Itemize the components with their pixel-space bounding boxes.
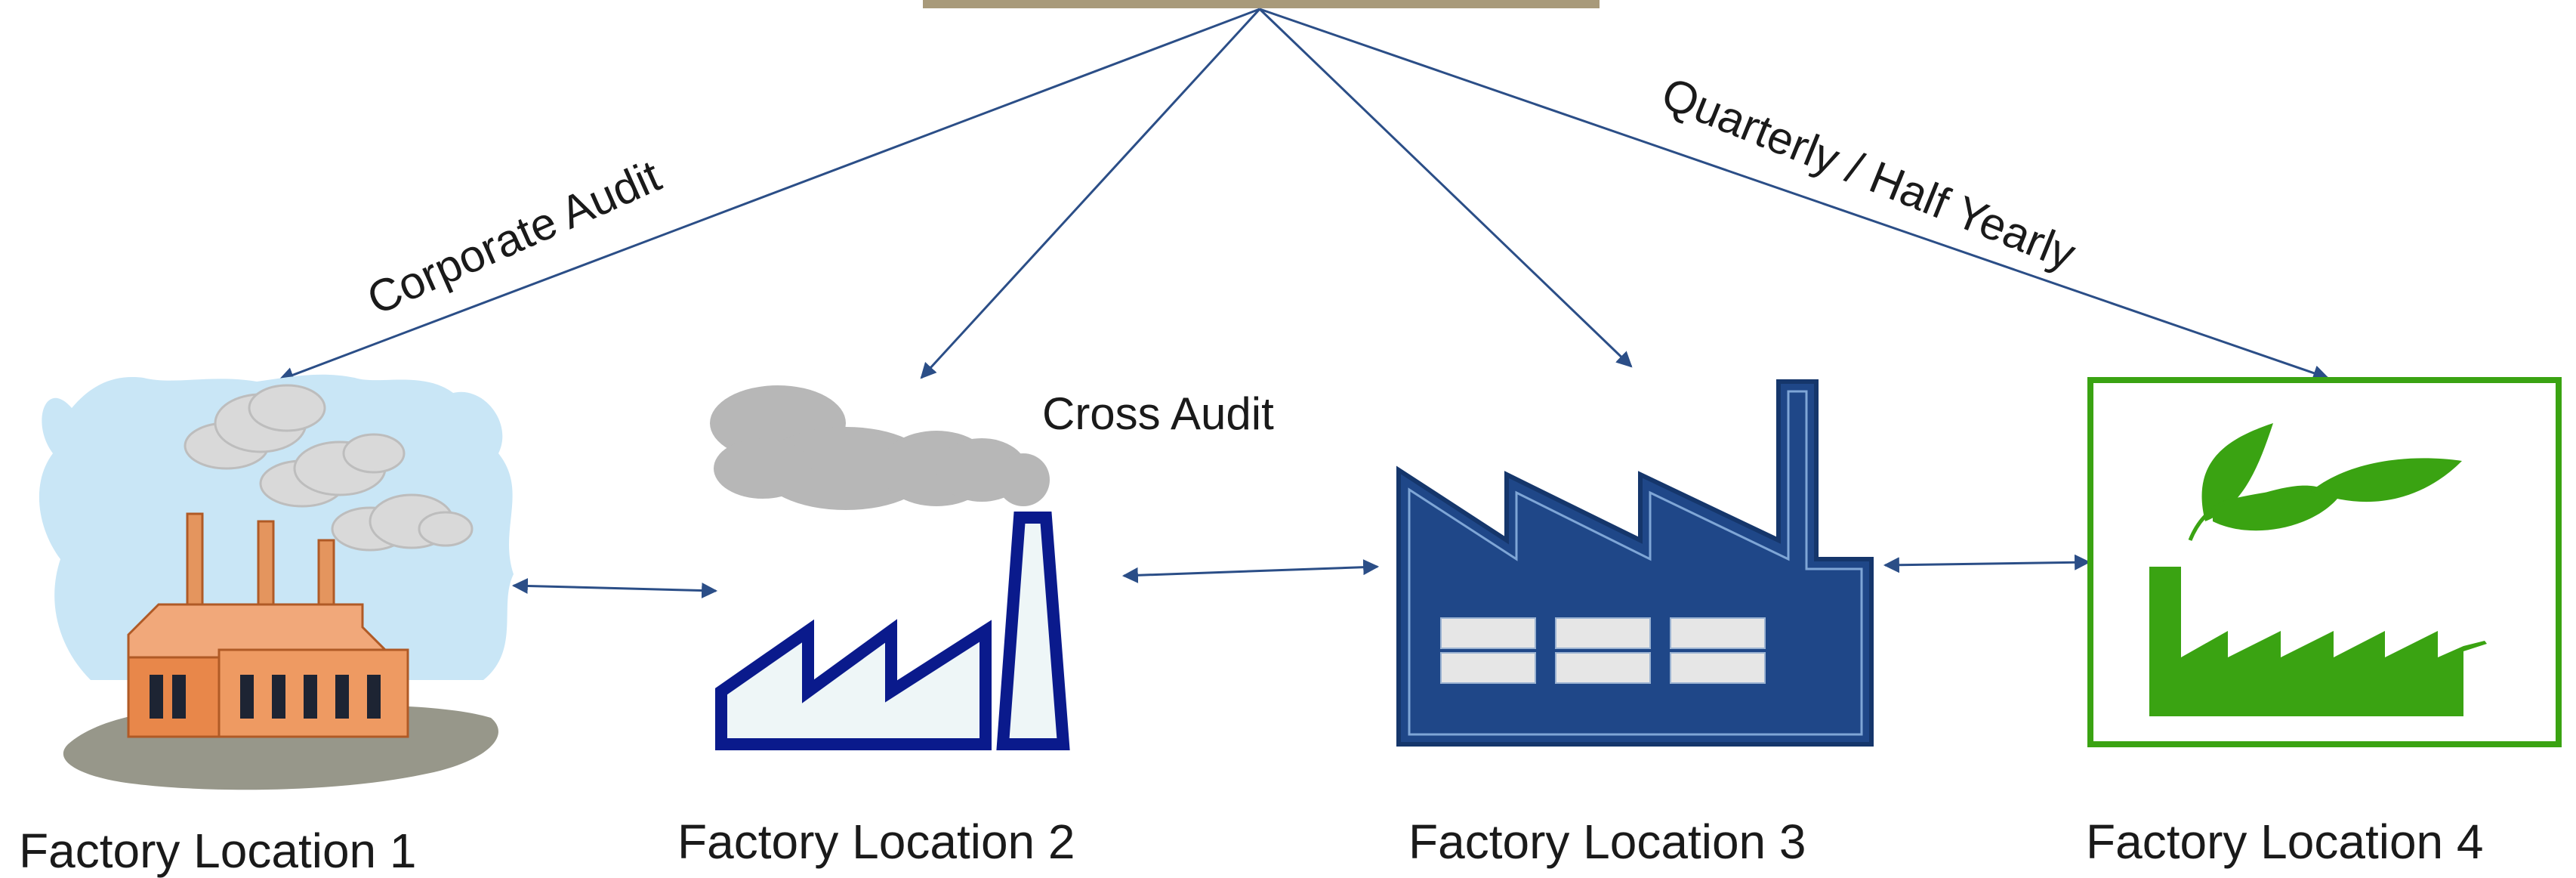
arrow-to-factory-4 [1259,8,2329,381]
blue-factory-icon [1396,379,1874,747]
arrow-to-factory-1 [278,8,1260,383]
factory-location-2-label: Factory Location 2 [677,815,1075,869]
outline-factory-icon [710,385,1070,750]
green-eco-factory-icon [2087,377,2562,747]
cross-arrow-2-3 [1121,559,1380,583]
factory-location-4-label: Factory Location 4 [2086,815,2484,869]
arrow-to-factory-3 [1258,8,1633,368]
audit-arrows [278,8,2329,599]
cross-arrow-1-2 [511,577,718,599]
factory-location-3-label: Factory Location 3 [1408,815,1806,869]
arrow-to-factory-2 [920,8,1261,379]
factory-location-1-label: Factory Location 1 [19,824,417,878]
cross-audit-label: Cross Audit [1042,388,1274,439]
cross-arrow-3-4 [1883,554,2091,573]
corporate-source-box [923,0,1600,8]
smoking-factory-illustration-icon [39,374,514,790]
